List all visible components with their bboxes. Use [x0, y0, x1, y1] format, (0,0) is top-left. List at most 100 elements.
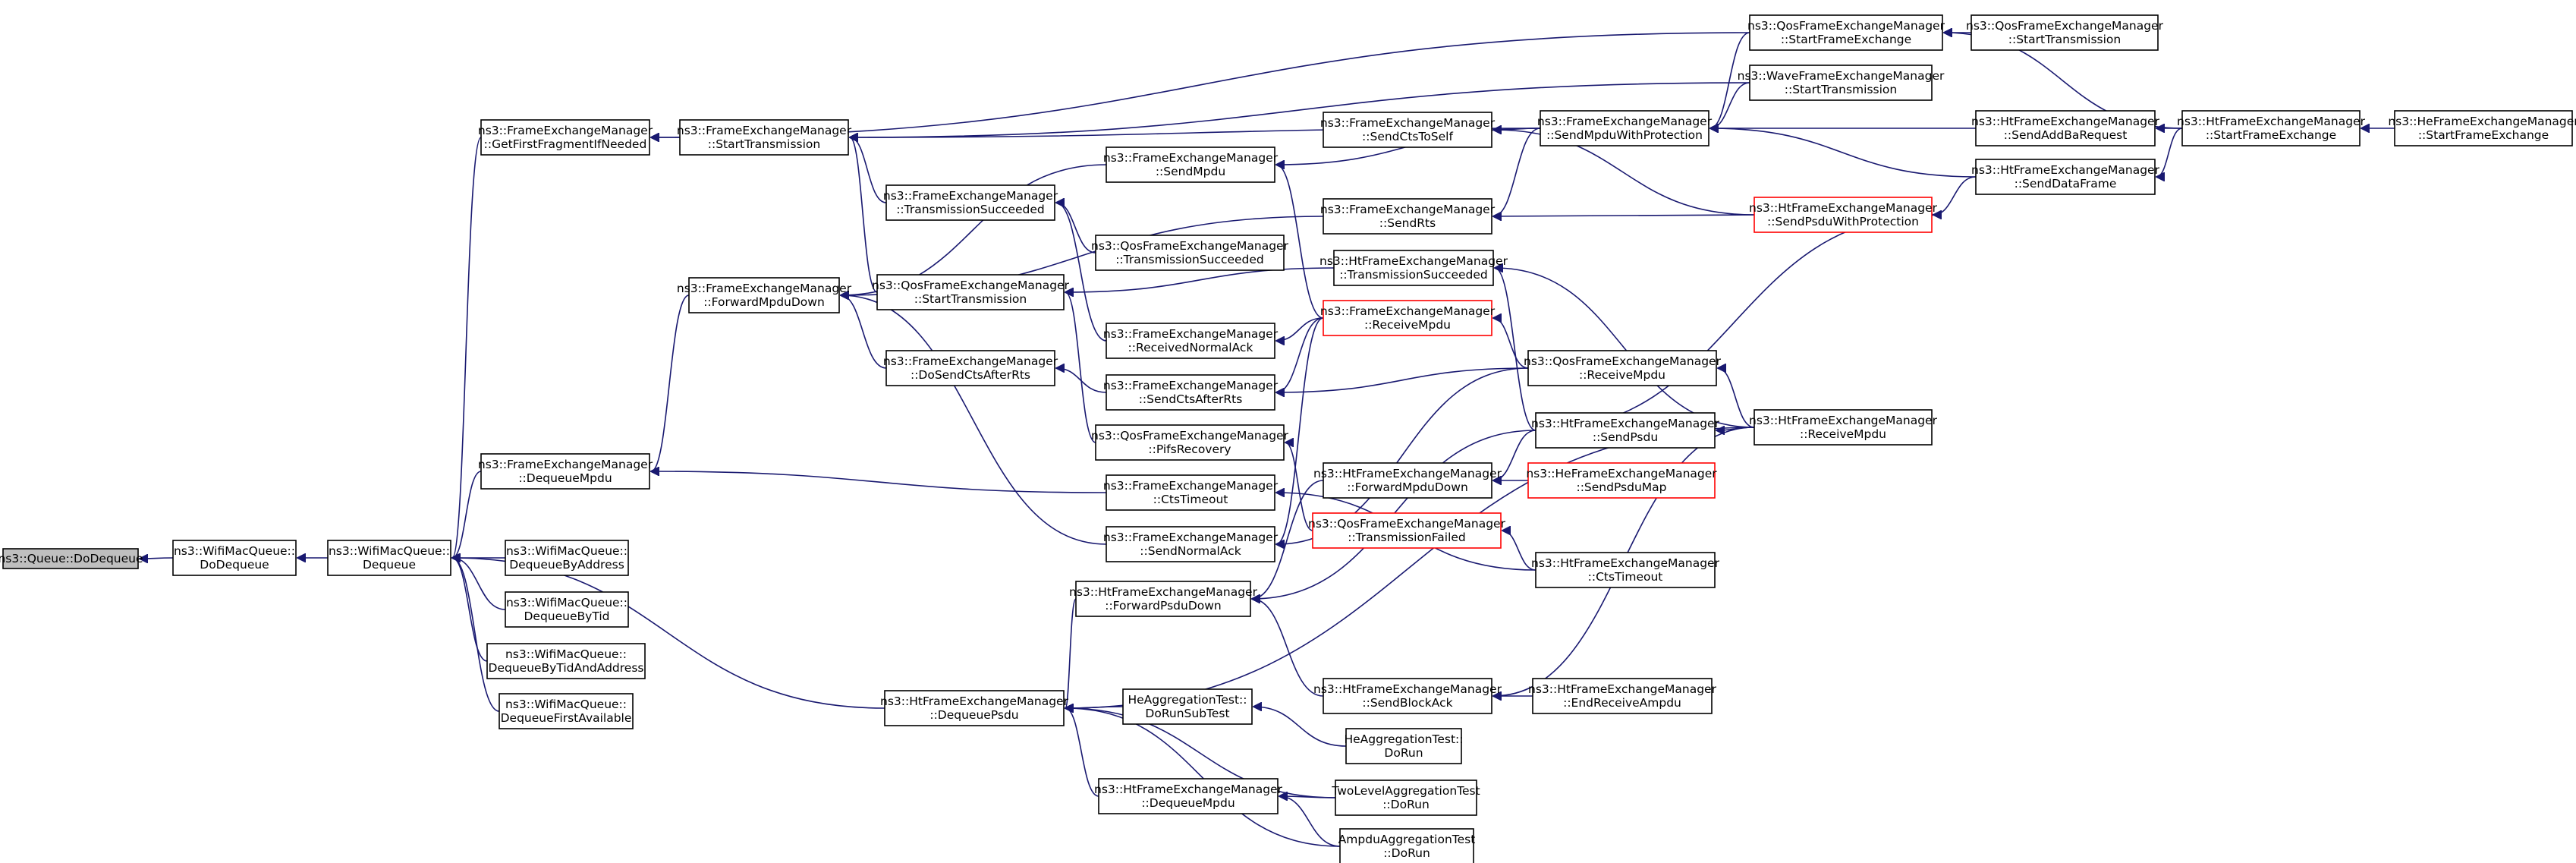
graph-node[interactable]: ns3::WifiMacQueue::DequeueByTidAndAddres…	[486, 643, 646, 679]
graph-node[interactable]: ns3::HtFrameExchangeManager::StartFrameE…	[2177, 110, 2366, 146]
node-box[interactable]	[1106, 146, 1275, 183]
graph-node[interactable]: ns3::FrameExchangeManager::DequeueMpdu	[478, 453, 653, 490]
graph-node[interactable]: ns3::QosFrameExchangeManager::Transmissi…	[1091, 235, 1289, 271]
graph-node[interactable]: ns3::WifiMacQueue::DequeueByTid	[505, 591, 629, 628]
node-box[interactable]	[327, 540, 451, 576]
graph-node[interactable]: ns3::FrameExchangeManager::SendNormalAck	[1103, 526, 1279, 562]
node-box[interactable]	[1095, 424, 1285, 461]
graph-node[interactable]: ns3::HtFrameExchangeManager::CtsTimeout	[1531, 552, 1720, 588]
node-box[interactable]	[505, 540, 629, 576]
graph-node[interactable]: ns3::FrameExchangeManager::TransmissionS…	[883, 184, 1058, 221]
node-box[interactable]	[2394, 110, 2573, 146]
graph-node[interactable]: ns3::FrameExchangeManager::SendCtsToSelf	[1320, 112, 1496, 148]
node-box[interactable]	[499, 693, 634, 729]
node-box[interactable]	[1098, 778, 1279, 814]
node-box[interactable]	[1535, 552, 1716, 588]
graph-node[interactable]: TwoLevelAggregationTest::DoRun	[1331, 780, 1480, 816]
graph-node[interactable]: ns3::HtFrameExchangeManager::SendAddBaRe…	[1971, 110, 2160, 146]
graph-node[interactable]: ns3::QosFrameExchangeManager::ReceiveMpd…	[1524, 350, 1722, 386]
node-box[interactable]	[1527, 462, 1716, 499]
graph-node[interactable]: ns3::HtFrameExchangeManager::SendBlockAc…	[1313, 678, 1502, 714]
node-box[interactable]	[1323, 678, 1492, 714]
graph-node[interactable]: ns3::HtFrameExchangeManager::SendDataFra…	[1971, 159, 2160, 195]
node-box[interactable]	[1312, 512, 1502, 549]
node-box[interactable]	[688, 277, 840, 313]
graph-node[interactable]: ns3::FrameExchangeManager::ForwardMpduDo…	[677, 277, 852, 313]
node-box[interactable]	[679, 119, 849, 156]
node-box[interactable]	[480, 119, 650, 156]
graph-node[interactable]: ns3::HtFrameExchangeManager::EndReceiveA…	[1528, 678, 1717, 714]
node-box[interactable]	[1333, 250, 1494, 286]
graph-node[interactable]: ns3::WaveFrameExchangeManager::StartTran…	[1738, 65, 1945, 101]
graph-node[interactable]: ns3::HtFrameExchangeManager::SendPsduWit…	[1749, 197, 1938, 233]
node-box[interactable]	[1975, 110, 2156, 146]
node-box[interactable]	[885, 184, 1055, 221]
graph-node[interactable]: ns3::FrameExchangeManager::ReceivedNorma…	[1103, 323, 1279, 359]
graph-node[interactable]: ns3::HtFrameExchangeManager::DequeueMpdu	[1094, 778, 1283, 814]
node-box[interactable]	[1749, 65, 1933, 101]
graph-node[interactable]: ns3::QosFrameExchangeManager::PifsRecove…	[1091, 424, 1289, 461]
node-box[interactable]	[1106, 374, 1275, 411]
graph-node[interactable]: AmpduAggregationTest::DoRun	[1338, 828, 1476, 863]
graph-node[interactable]: ns3::FrameExchangeManager::DoSendCtsAfte…	[883, 350, 1058, 386]
node-box[interactable]	[1122, 688, 1253, 725]
node-box[interactable]	[172, 540, 297, 576]
node-box[interactable]	[486, 643, 646, 679]
graph-node[interactable]: ns3::HtFrameExchangeManager::ReceiveMpdu	[1749, 409, 1938, 446]
node-box[interactable]	[1323, 112, 1492, 148]
graph-node[interactable]: ns3::Queue::DoDequeue	[0, 548, 143, 569]
graph-node[interactable]: ns3::HeFrameExchangeManager::StartFrameE…	[2388, 110, 2576, 146]
graph-node[interactable]: ns3::QosFrameExchangeManager::Transmissi…	[1308, 512, 1506, 549]
graph-node[interactable]: ns3::FrameExchangeManager::StartTransmis…	[677, 119, 852, 156]
node-box[interactable]	[1339, 828, 1474, 863]
node-box[interactable]	[1106, 526, 1275, 562]
node-box[interactable]	[884, 690, 1065, 726]
graph-node[interactable]: ns3::FrameExchangeManager::SendRts	[1320, 198, 1496, 235]
graph-node[interactable]: ns3::FrameExchangeManager::SendMpduWithP…	[1537, 110, 1713, 146]
graph-node[interactable]: ns3::QosFrameExchangeManager::StartTrans…	[872, 274, 1070, 310]
node-box[interactable]	[1323, 300, 1492, 336]
node-box[interactable]	[1323, 462, 1492, 499]
graph-node[interactable]: ns3::WifiMacQueue::DoDequeue	[172, 540, 297, 576]
graph-node[interactable]: ns3::FrameExchangeManager::SendMpdu	[1103, 146, 1279, 183]
node-box[interactable]	[1345, 728, 1462, 764]
node-box[interactable]	[876, 274, 1065, 310]
node-box[interactable]	[1535, 412, 1716, 449]
node-box[interactable]	[1075, 581, 1251, 617]
node-box[interactable]	[1335, 780, 1477, 816]
node-box[interactable]	[1971, 14, 2159, 51]
node-box[interactable]	[1106, 323, 1275, 359]
graph-node[interactable]: ns3::WifiMacQueue::DequeueFirstAvailable	[499, 693, 634, 729]
graph-node[interactable]: ns3::FrameExchangeManager::GetFirstFragm…	[478, 119, 653, 156]
node-box[interactable]	[1754, 197, 1933, 233]
graph-node[interactable]: ns3::HtFrameExchangeManager::ForwardPsdu…	[1069, 581, 1258, 617]
node-box[interactable]	[1540, 110, 1709, 146]
graph-node[interactable]: HeAggregationTest::DoRun	[1344, 728, 1464, 764]
graph-node[interactable]: ns3::FrameExchangeManager::CtsTimeout	[1103, 474, 1279, 511]
node-box[interactable]	[1749, 14, 1943, 51]
graph-node[interactable]: ns3::QosFrameExchangeManager::StartTrans…	[1966, 14, 2164, 51]
node-box[interactable]	[1323, 198, 1492, 235]
graph-node[interactable]: ns3::HtFrameExchangeManager::SendPsdu	[1531, 412, 1720, 449]
node-box[interactable]	[1532, 678, 1713, 714]
node-box[interactable]	[1095, 235, 1285, 271]
node-box[interactable]	[505, 591, 629, 628]
graph-node[interactable]: ns3::HtFrameExchangeManager::DequeuePsdu	[880, 690, 1069, 726]
graph-node[interactable]: ns3::HtFrameExchangeManager::Transmissio…	[1319, 250, 1508, 286]
node-box[interactable]	[1527, 350, 1717, 386]
node-box[interactable]	[480, 453, 650, 490]
graph-node[interactable]: ns3::HtFrameExchangeManager::ForwardMpdu…	[1313, 462, 1502, 499]
graph-node[interactable]: ns3::WifiMacQueue::DequeueByAddress	[505, 540, 629, 576]
node-box[interactable]	[1106, 474, 1275, 511]
node-box[interactable]	[1975, 159, 2156, 195]
node-box[interactable]	[1754, 409, 1933, 446]
node-box[interactable]	[2181, 110, 2361, 146]
node-box[interactable]	[885, 350, 1055, 386]
graph-node[interactable]: ns3::QosFrameExchangeManager::StartFrame…	[1747, 14, 1945, 51]
graph-node[interactable]: ns3::FrameExchangeManager::ReceiveMpdu	[1320, 300, 1496, 336]
node-box[interactable]	[2, 548, 139, 569]
graph-node[interactable]: HeAggregationTest::DoRunSubTest	[1122, 688, 1253, 725]
graph-node[interactable]: ns3::HeFrameExchangeManager::SendPsduMap	[1526, 462, 1717, 499]
graph-node[interactable]: ns3::FrameExchangeManager::SendCtsAfterR…	[1103, 374, 1279, 411]
graph-node[interactable]: ns3::WifiMacQueue::Dequeue	[327, 540, 451, 576]
